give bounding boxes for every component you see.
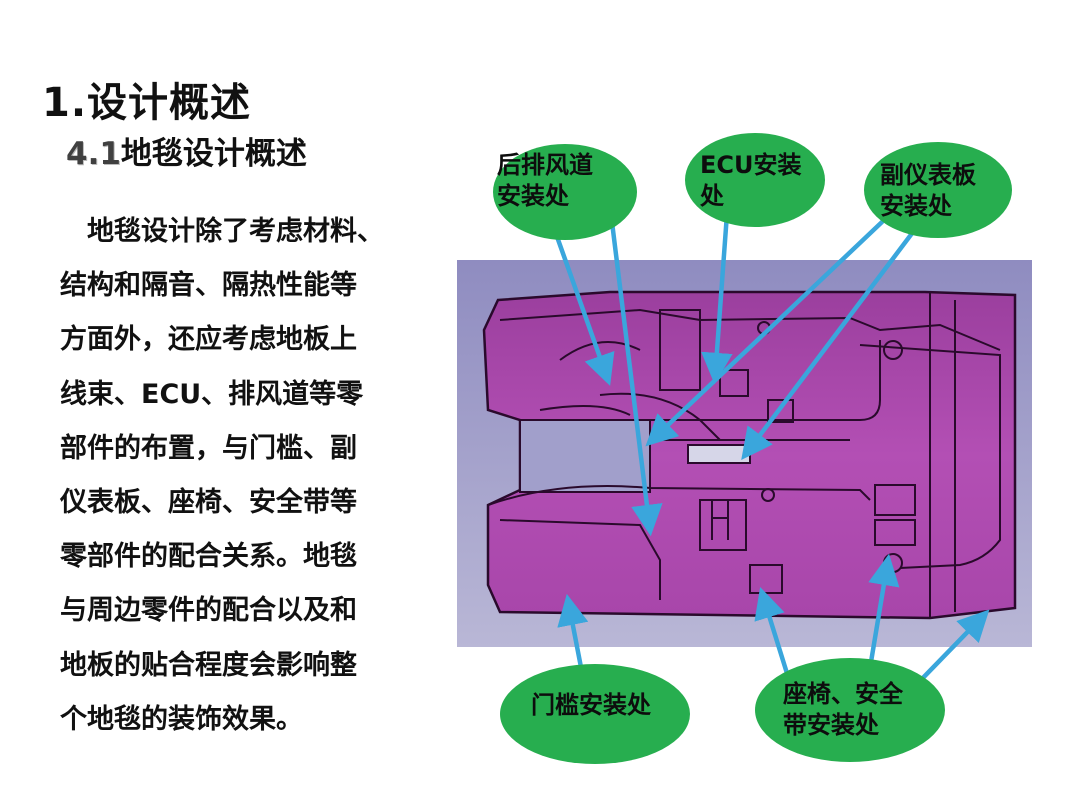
body-line: 仪表板、座椅、安全带等: [60, 487, 357, 519]
body-line: 地板的贴合程度会影响整: [60, 649, 357, 681]
body-line: 零部件的配合关系。地毯: [60, 541, 357, 573]
body-line: 部件的布置，与门槛、副: [60, 432, 357, 464]
bubble-console: [864, 142, 1012, 238]
callout-seat-label: 座椅、安全 带安装处: [783, 679, 903, 741]
slide-title: 1.设计概述: [42, 80, 252, 126]
subtitle-number: 4.1: [66, 136, 121, 172]
bubble-seat: [755, 658, 945, 762]
body-line: 结构和隔音、隔热性能等: [60, 270, 357, 302]
callout-exhaust-label: 后排风道 安装处: [497, 150, 593, 212]
callout-ecu-label: ECU安装 处: [700, 150, 802, 212]
bubble-ecu: [685, 133, 825, 227]
callout-seat-line1: 座椅、安全: [783, 680, 903, 708]
callout-console-label: 副仪表板 安装处: [880, 160, 976, 222]
callout-bubbles: [493, 133, 1012, 764]
body-line: 地毯设计除了考虑材料、: [60, 216, 384, 247]
body-line: 线束、ECU、排风道等零: [60, 378, 364, 410]
body-line: 个地毯的装饰效果。: [60, 703, 303, 735]
bubble-exhaust: [493, 144, 637, 240]
body-line: 方面外，还应考虑地板上: [60, 324, 357, 356]
body-line: 与周边零件的配合以及和: [60, 595, 357, 627]
callout-ecu-line2: 处: [700, 182, 724, 210]
callout-sill-line1: 门槛安装处: [531, 691, 651, 719]
subtitle-text: 地毯设计概述: [120, 136, 307, 172]
callout-arrows: [552, 197, 990, 691]
slide-subtitle: 4.1地毯设计概述: [66, 128, 307, 173]
callout-exhaust-line2: 安装处: [497, 182, 569, 210]
callout-exhaust-line1: 后排风道: [497, 151, 593, 179]
callout-seat-line2: 带安装处: [783, 711, 879, 739]
callout-ecu-line1: ECU安装: [700, 151, 802, 179]
bubble-sill: [500, 664, 690, 764]
callout-console-line2: 安装处: [880, 192, 952, 220]
callout-sill-label: 门槛安装处: [531, 690, 651, 721]
callout-console-line1: 副仪表板: [880, 161, 976, 189]
body-paragraph: 地毯设计除了考虑材料、 结构和隔音、隔热性能等 方面外，还应考虑地板上 线束、E…: [60, 205, 410, 747]
